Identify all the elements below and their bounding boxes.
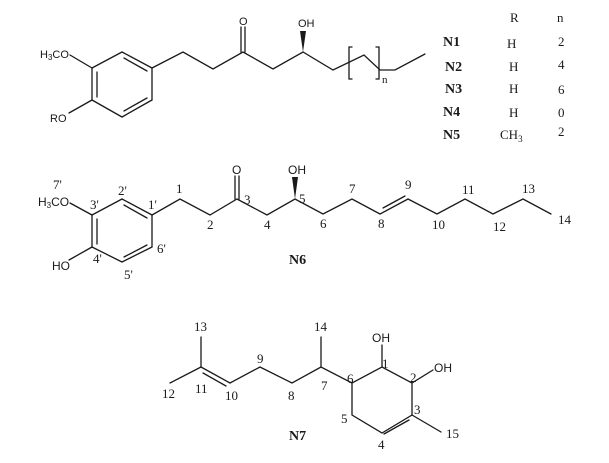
compound-n2: N2 <box>445 60 462 75</box>
atom-6p: 6' <box>157 241 166 256</box>
atom-3: 3 <box>414 402 421 417</box>
atom-4: 4 <box>264 217 271 232</box>
compound-n4: N4 <box>443 105 460 120</box>
atom-11: 11 <box>462 182 475 197</box>
atom-10: 10 <box>432 217 445 232</box>
hydroxy-ring-label: HO <box>52 259 70 273</box>
structure-n6: H3CO HO O OH 7' 3' 2' 1' 6' 5' 4' 1 2 3 … <box>38 163 572 282</box>
benzene-ring <box>91 198 153 263</box>
atom-14: 14 <box>314 319 328 334</box>
atom-10: 10 <box>225 388 238 403</box>
atom-1: 1 <box>382 356 389 371</box>
atom-12: 12 <box>493 219 506 234</box>
stereo-wedge <box>300 31 306 52</box>
header-n: n <box>557 10 564 25</box>
atom-3: 3 <box>244 192 251 207</box>
carbonyl-o-label: O <box>239 16 248 28</box>
r-n3: H <box>509 81 518 96</box>
compound-label-n7: N7 <box>289 429 306 444</box>
atom-2: 2 <box>207 217 214 232</box>
atom-13: 13 <box>522 181 535 196</box>
atom-5: 5 <box>299 191 306 206</box>
carbonyl-o-label: O <box>232 163 241 177</box>
atom-14: 14 <box>558 212 572 227</box>
structure-n7: OH OH 1 2 3 4 5 6 7 8 9 10 11 12 13 14 1… <box>162 319 459 452</box>
n-n5: 2 <box>558 124 565 139</box>
n-n2: 4 <box>558 57 565 72</box>
atom-3p: 3' <box>90 197 99 212</box>
atom-numbers: 7' 3' 2' 1' 6' 5' 4' 1 2 3 4 5 6 7 8 9 1… <box>53 177 572 282</box>
compound-n1: N1 <box>443 35 460 50</box>
atom-1: 1 <box>176 181 183 196</box>
repeat-subscript: n <box>382 74 388 86</box>
atom-7: 7 <box>349 181 356 196</box>
r-n4: H <box>509 105 518 120</box>
atom-5p: 5' <box>124 267 133 282</box>
compound-n3: N3 <box>445 82 462 97</box>
n-n1: 2 <box>558 34 565 49</box>
atom-9: 9 <box>257 351 264 366</box>
atom-13: 13 <box>194 319 207 334</box>
atom-7: 7 <box>321 378 328 393</box>
atom-7p: 7' <box>53 177 62 192</box>
atom-15: 15 <box>446 426 459 441</box>
hydroxyl-label: OH <box>298 18 315 30</box>
repeat-bracket-left <box>348 46 353 80</box>
atom-2p: 2' <box>118 183 127 198</box>
atom-4p: 4' <box>93 251 102 266</box>
atom-8: 8 <box>288 388 295 403</box>
atom-1p: 1' <box>148 197 157 212</box>
benzene-ring <box>91 51 153 118</box>
header-r: R <box>510 10 519 25</box>
atom-8: 8 <box>378 216 385 231</box>
hydroxyl-label: OH <box>288 163 306 177</box>
atom-4: 4 <box>378 437 385 452</box>
ro-label: RO <box>50 113 67 125</box>
atom-11: 11 <box>195 381 208 396</box>
atom-numbers: 1 2 3 4 5 6 7 8 9 10 11 12 13 14 15 <box>162 319 459 452</box>
atom-2: 2 <box>410 370 417 385</box>
atom-5: 5 <box>341 411 348 426</box>
general-structure: H3CO RO O OH n <box>40 16 426 125</box>
repeat-bracket-right <box>375 46 380 80</box>
compound-label-n6: N6 <box>289 253 306 268</box>
n-n4: 0 <box>558 105 565 120</box>
r-n5: CH3 <box>500 127 523 144</box>
atom-9: 9 <box>405 177 412 192</box>
atom-6: 6 <box>320 216 327 231</box>
atom-12: 12 <box>162 386 175 401</box>
n-n3: 6 <box>558 82 565 97</box>
r-n2: H <box>509 59 518 74</box>
methoxy-label: H3CO <box>40 49 69 62</box>
stereo-wedge <box>292 177 298 199</box>
oh2-label: OH <box>434 361 452 375</box>
compound-table: R n N1 H 2 N2 H 4 N3 H 6 N4 H 0 N5 CH3 2 <box>443 10 565 144</box>
r-n1: H <box>507 36 516 51</box>
methoxy-label: H3CO <box>38 195 69 210</box>
oh1-label: OH <box>372 331 390 345</box>
compound-n5: N5 <box>443 128 460 143</box>
atom-6: 6 <box>347 371 354 386</box>
